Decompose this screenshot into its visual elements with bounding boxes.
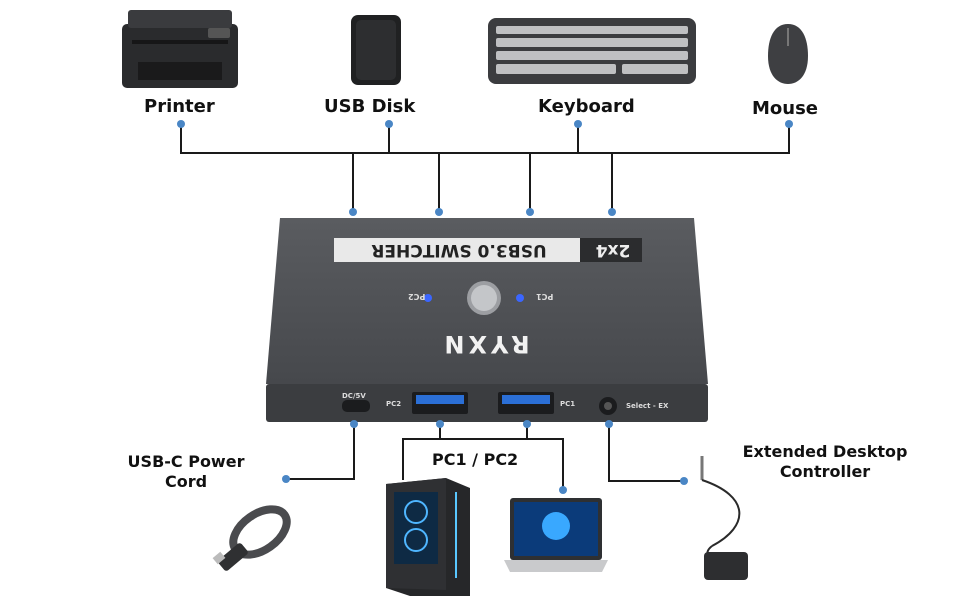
connector-line [611, 152, 613, 212]
connector-dot [523, 420, 531, 428]
port-label-pc1: PC1 [560, 400, 576, 408]
connector-line [402, 438, 564, 440]
connector-line [608, 424, 610, 482]
connector-dot [435, 208, 443, 216]
connector-dot [526, 208, 534, 216]
connector-line [526, 424, 528, 440]
connector-dot [785, 120, 793, 128]
laptop-icon [504, 498, 608, 572]
keyboard-icon [488, 18, 696, 84]
led-label-pc1: PC1 [536, 292, 554, 301]
connector-dot [608, 208, 616, 216]
port-label-pc2: PC2 [386, 400, 402, 408]
usb-disk-label: USB Disk [324, 96, 416, 117]
connector-dot [350, 420, 358, 428]
extended-controller-label-line2: Controller [779, 462, 871, 481]
connector-line [286, 478, 355, 480]
connector-line [388, 124, 390, 154]
connector-line [562, 438, 564, 490]
port-label-dc: DC/5V [342, 392, 366, 400]
usb-disk-icon [351, 15, 401, 85]
connector-line [438, 152, 440, 212]
printer-label: Printer [144, 96, 215, 117]
usb-c-power-label-line2: Cord [164, 472, 208, 491]
connector-line [352, 152, 354, 212]
device-brand: RYXN [440, 330, 530, 358]
connector-line [439, 424, 441, 440]
port-label-select: Select - EX [626, 402, 669, 410]
connector-dot [574, 120, 582, 128]
extended-controller-label-line1: Extended Desktop [742, 442, 908, 461]
connector-line [353, 424, 355, 480]
kvm-switch-device [266, 218, 708, 422]
connector-line [180, 124, 182, 154]
connector-line [788, 124, 790, 154]
connector-dot [385, 120, 393, 128]
usb-c-power-label-line1: USB-C Power [127, 452, 245, 471]
connector-dot [436, 420, 444, 428]
connector-line [577, 124, 579, 154]
usb-c-cable-icon [212, 505, 291, 571]
keyboard-label: Keyboard [538, 96, 635, 117]
connector-line [402, 438, 404, 480]
connector-dot [605, 420, 613, 428]
connector-line [608, 480, 684, 482]
device-model-tag: 2x4 [595, 240, 631, 260]
connector-dot [680, 477, 688, 485]
pc-label: PC1 / PC2 [432, 450, 519, 469]
mouse-icon [768, 24, 808, 84]
extended-controller-icon [700, 456, 748, 580]
printer-icon [122, 10, 238, 88]
connector-dot [282, 475, 290, 483]
led-label-pc2: PC2 [408, 292, 426, 301]
desktop-pc-icon [386, 478, 470, 596]
connector-line [180, 152, 790, 154]
mouse-label: Mouse [752, 98, 819, 119]
connector-dot [177, 120, 185, 128]
device-model-name: USB3.0 SWITCHER [371, 240, 547, 260]
connector-dot [349, 208, 357, 216]
connector-line [529, 152, 531, 212]
connector-dot [559, 486, 567, 494]
